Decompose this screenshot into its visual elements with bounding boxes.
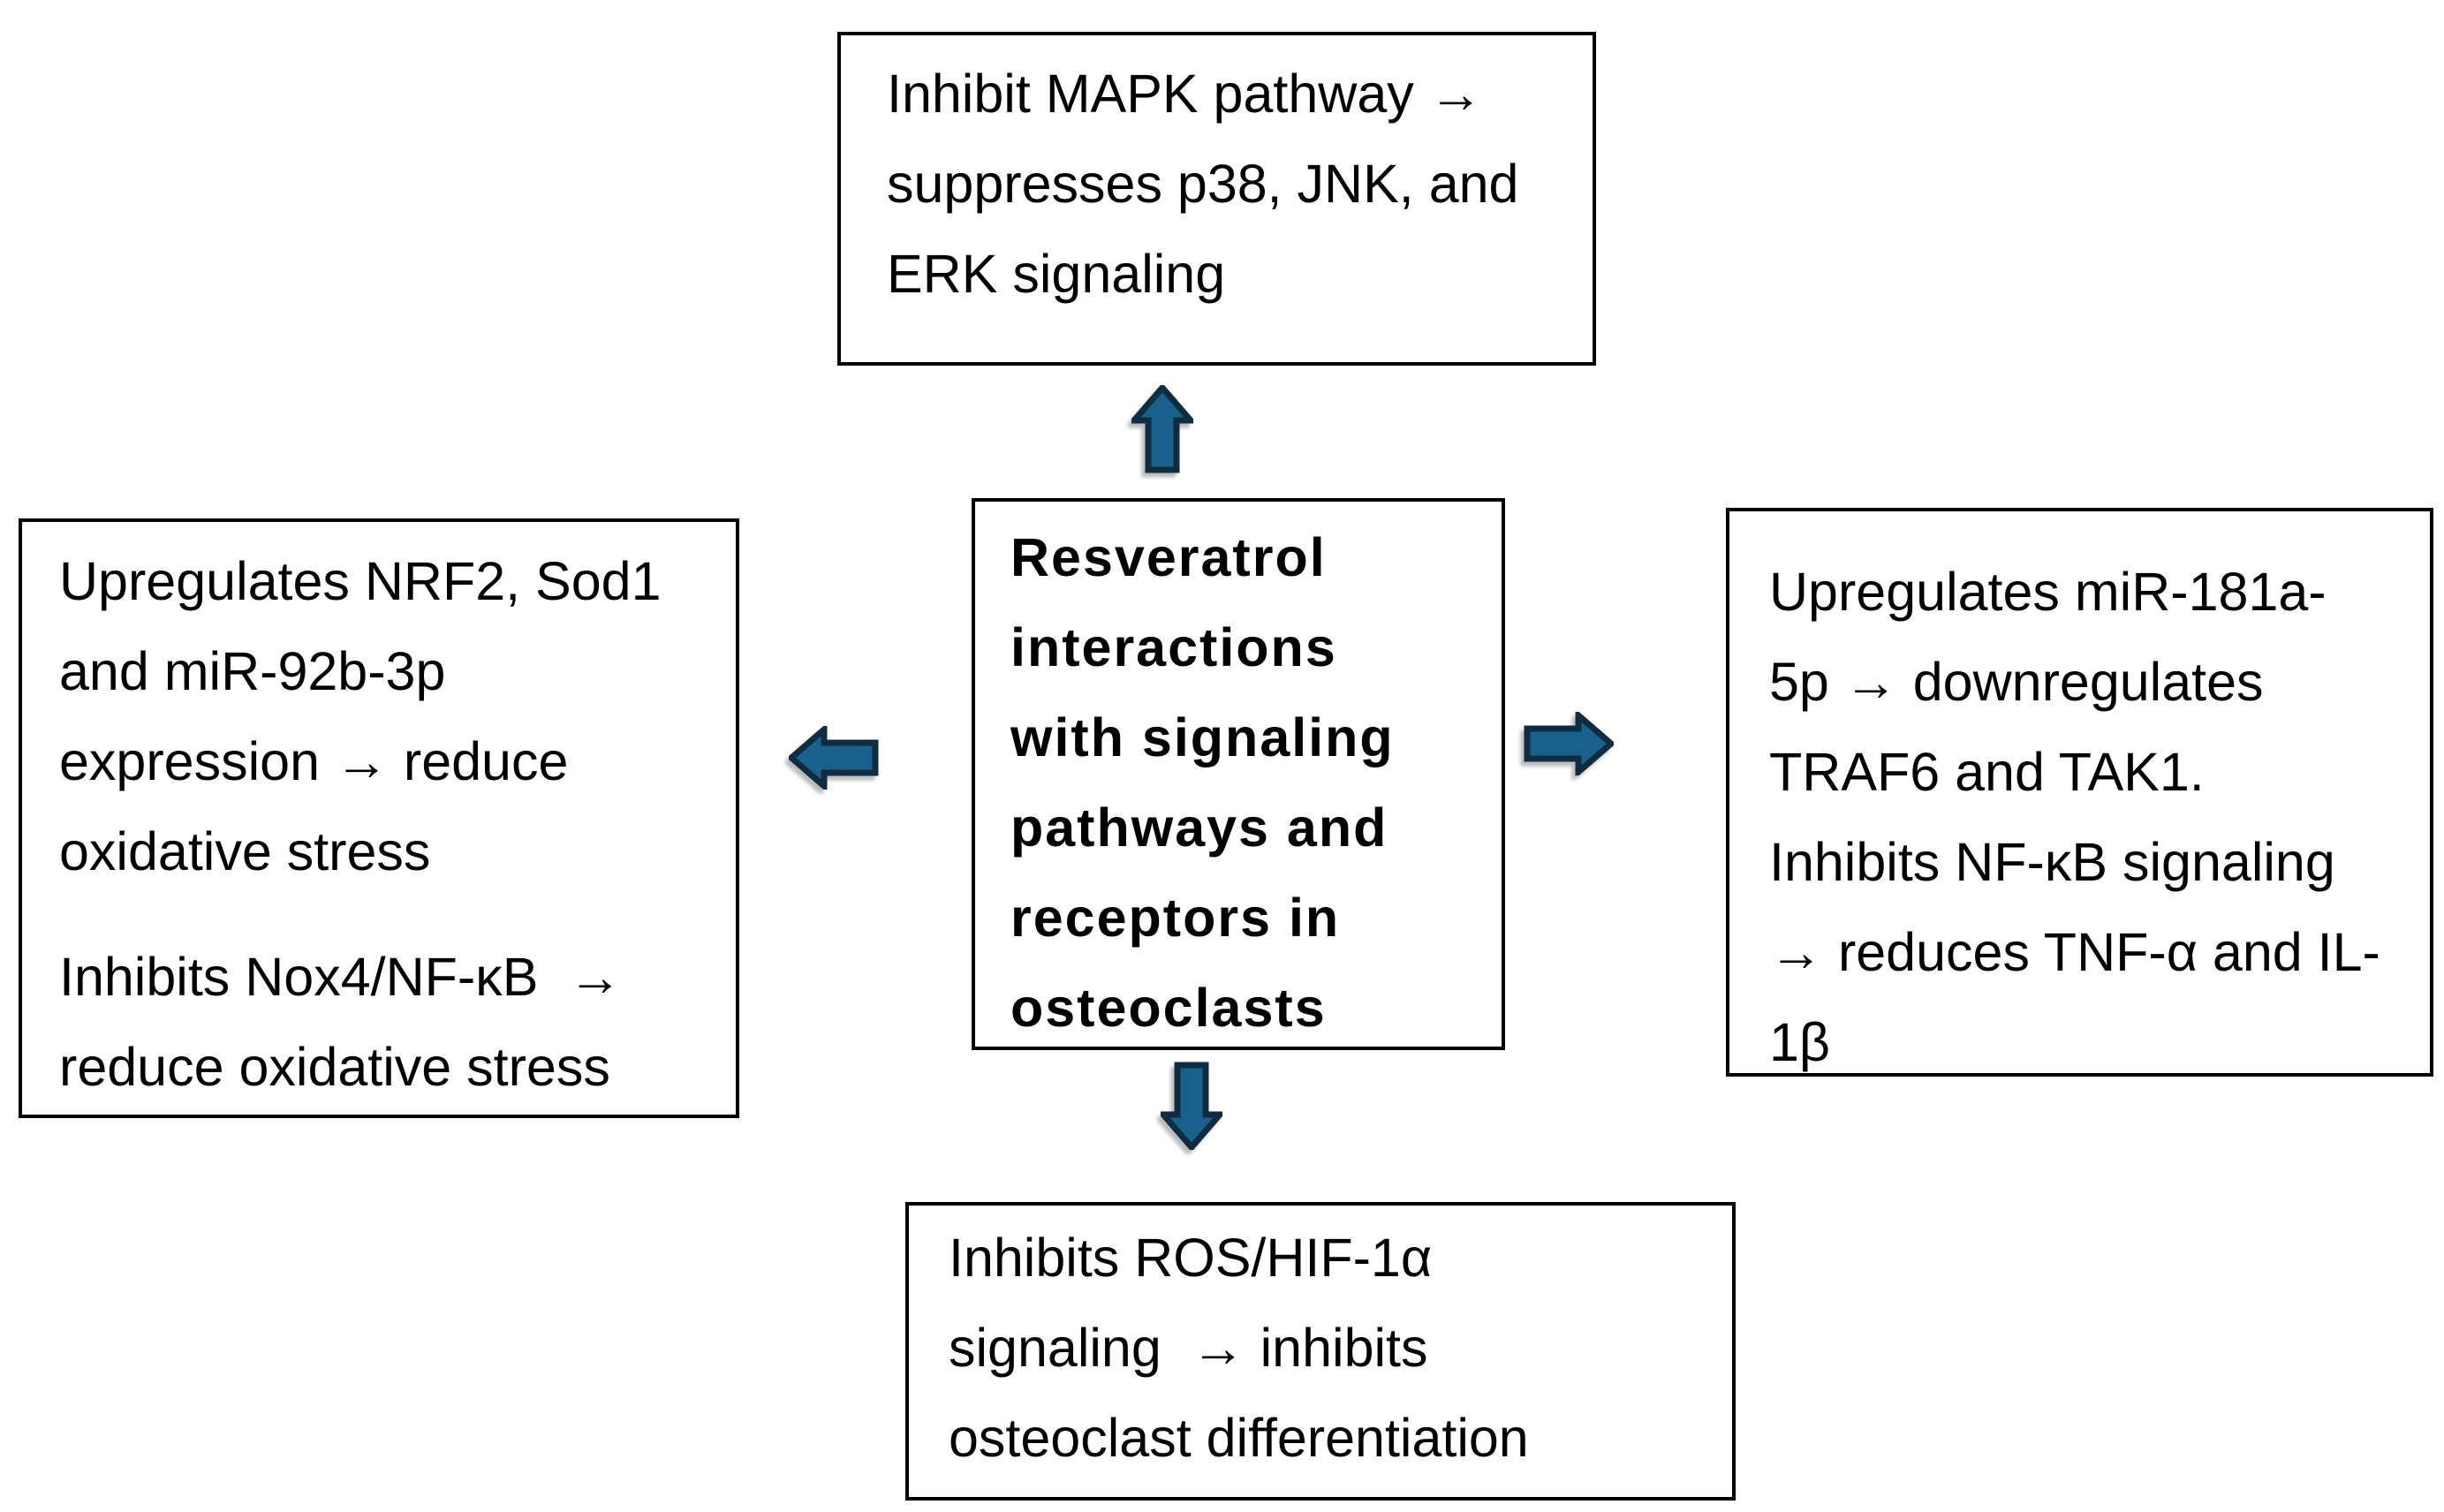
center-title-text: Resveratrol interactions with signaling … bbox=[1010, 527, 1395, 1038]
bottom-box: Inhibits ROS/HIF-1α signaling → inhibits… bbox=[905, 1202, 1736, 1501]
bottom-box-text: Inhibits ROS/HIF-1α signaling → inhibits… bbox=[949, 1228, 1529, 1468]
left-box-paragraph-1: Upregulates NRF2, Sod1 and miR-92b-3p ex… bbox=[59, 551, 662, 881]
left-box: Upregulates NRF2, Sod1 and miR-92b-3p ex… bbox=[19, 518, 739, 1118]
top-box-text: Inhibit MAPK pathway → suppresses p38, J… bbox=[887, 64, 1519, 304]
left-box-paragraph-2: Inhibits Nox4/NF-κB → reduce oxidative s… bbox=[59, 947, 623, 1097]
left-arrow-icon bbox=[789, 726, 879, 790]
center-title-box: Resveratrol interactions with signaling … bbox=[972, 498, 1505, 1050]
up-arrow-icon bbox=[1131, 385, 1193, 473]
right-arrow-icon bbox=[1524, 712, 1614, 775]
top-box: Inhibit MAPK pathway → suppresses p38, J… bbox=[837, 32, 1596, 366]
down-arrow-icon bbox=[1161, 1062, 1222, 1150]
right-box-text: Upregulates miR-181a- 5p → downregulates… bbox=[1769, 562, 2380, 1072]
right-box: Upregulates miR-181a- 5p → downregulates… bbox=[1726, 508, 2433, 1077]
